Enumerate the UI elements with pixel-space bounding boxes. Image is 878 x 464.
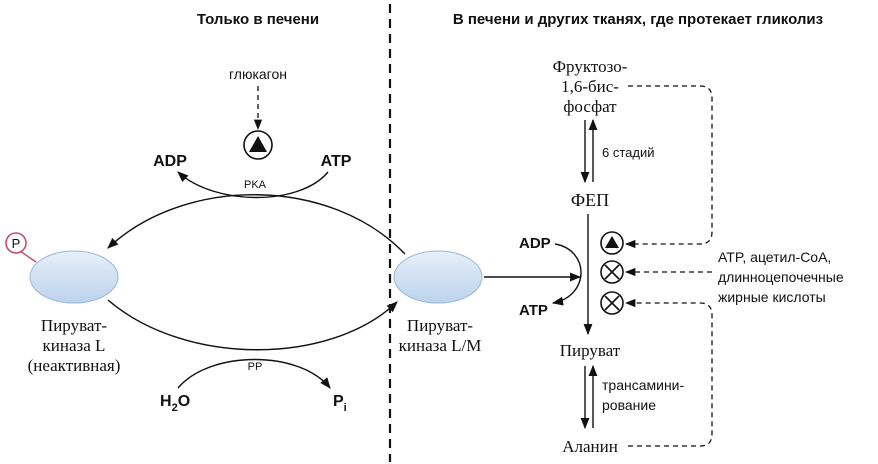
fructose-line-1: Фруктозо- — [553, 57, 628, 76]
atp-label-right: ATP — [519, 302, 548, 319]
dephosphorylation-arc — [107, 299, 398, 351]
activator-icon-right — [600, 231, 624, 255]
inhibitors-line-1: ATP, ацетил-CoA, — [718, 249, 831, 265]
fructose-activation-dashed — [624, 85, 713, 249]
enzyme-active-line-2: киназа L/M — [399, 336, 482, 355]
pka-label: PKA — [244, 179, 267, 191]
inhibitor-icon-1 — [600, 260, 624, 284]
alanine-inhibition-dashed — [624, 298, 713, 447]
inhibitors-line-2: длинноцепочечные — [718, 269, 844, 285]
pp-label: PP — [248, 361, 263, 373]
phosphate-group-icon: P — [5, 232, 27, 254]
fructose-line-2: 1,6-бис- — [561, 77, 619, 96]
phospho-link — [19, 250, 37, 263]
adp-to-atp-arc — [551, 243, 582, 306]
pep-label: ФЕП — [571, 190, 609, 210]
h2o-to-pi-arc — [177, 358, 331, 389]
six-stages-label: 6 стадий — [602, 145, 655, 160]
inhibitor-icon-2 — [600, 291, 624, 315]
glucagon-label: глюкагон — [229, 66, 287, 82]
enzyme-inactive-line-2: киназа L — [43, 336, 106, 355]
inhibitors-line-3: жирные кислоты — [718, 289, 826, 305]
enzyme-active-line-1: Пируват- — [407, 316, 473, 335]
fructose-line-3: фосфат — [563, 97, 617, 116]
pyruvate-kinase-active-ellipse — [393, 250, 483, 304]
transamination-line-1: трансамини- — [602, 377, 684, 393]
header-liver-only: Только в печени — [197, 11, 319, 28]
atp-to-adp-arc — [177, 171, 329, 199]
transamination-line-2: рование — [602, 397, 656, 413]
adp-label-right: ADP — [519, 235, 551, 252]
adp-label-left: ADP — [153, 153, 187, 170]
svg-text:P: P — [12, 236, 21, 251]
alanine-label: Аланин — [562, 437, 618, 456]
h2o-label: H2O — [160, 393, 190, 414]
pyruvate-label: Пируват — [560, 341, 621, 360]
enzyme-inactive-line-3: (неактивная) — [28, 356, 121, 375]
activator-icon — [243, 130, 273, 160]
enzyme-inactive-line-1: Пируват- — [41, 316, 107, 335]
header-liver-and-glycolytic-tissues: В печени и других тканях, где протекает … — [453, 11, 823, 28]
phosphorylation-arc — [107, 194, 406, 255]
pyruvate-kinase-inactive-ellipse — [29, 250, 119, 304]
pi-label: Pi — [333, 393, 347, 414]
atp-label-left: ATP — [321, 153, 352, 170]
